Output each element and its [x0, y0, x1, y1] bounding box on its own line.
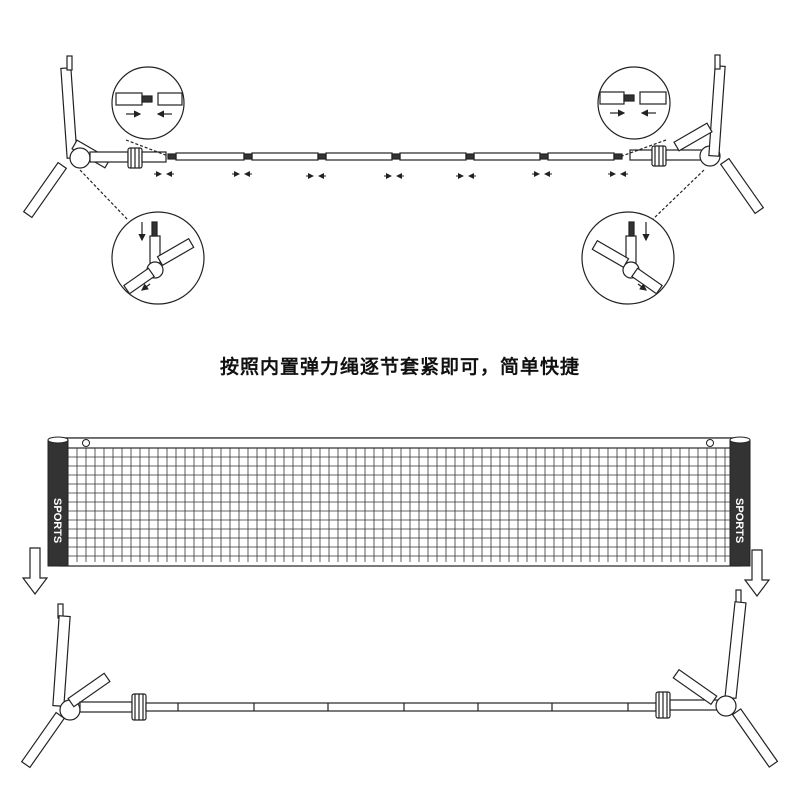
net-grommet-left — [82, 439, 90, 447]
down-arrow-left — [21, 547, 49, 595]
net-left-post: SPORTS — [47, 436, 69, 567]
net-mesh — [67, 447, 730, 562]
bottom-right-post — [672, 589, 779, 768]
net-top-band — [59, 437, 741, 449]
top-left-knob — [127, 147, 167, 169]
callout-top-left — [111, 66, 185, 157]
joint-direction-arrows — [154, 171, 628, 179]
net: SPORTS SPORTS — [47, 436, 751, 567]
top-right-knob — [629, 145, 667, 167]
bottom-frame — [20, 589, 779, 769]
top-left-post — [22, 55, 129, 219]
top-frame — [22, 54, 765, 219]
bottom-right-knob — [655, 691, 721, 719]
bottom-pole — [145, 702, 657, 712]
callout-bottom-right — [581, 169, 705, 305]
net-grommet-right — [706, 439, 714, 447]
top-right-post — [665, 54, 765, 215]
bottom-left-post — [20, 603, 111, 769]
top-pole-segments — [167, 152, 623, 161]
bottom-left-knob — [79, 693, 147, 721]
net-right-sports-label: SPORTS — [733, 498, 745, 543]
callout-top-right — [597, 66, 671, 157]
down-arrow-right — [743, 549, 771, 597]
net-right-post: SPORTS — [729, 436, 751, 567]
net-left-sports-label: SPORTS — [51, 498, 63, 543]
assembly-caption: 按照内置弹力绳逐节套紧即可，简单快捷 — [219, 356, 580, 378]
callout-bottom-left — [79, 169, 205, 305]
